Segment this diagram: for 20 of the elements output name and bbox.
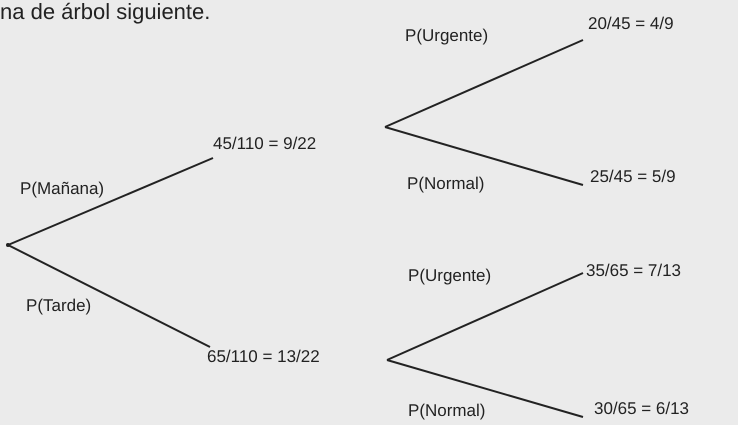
probability-value: 45/110 = 9/22 bbox=[213, 134, 316, 154]
heading-text: na de árbol siguiente. bbox=[0, 0, 210, 24]
branch-point bbox=[6, 243, 10, 247]
edge-label: P(Urgente) bbox=[408, 266, 492, 286]
tree-branch bbox=[384, 126, 584, 186]
edge-label: P(Normal) bbox=[408, 401, 486, 421]
probability-value: 35/65 = 7/13 bbox=[586, 261, 682, 281]
edge-label: P(Mañana) bbox=[20, 179, 104, 199]
edge-label: P(Urgente) bbox=[405, 26, 488, 46]
edge-label: P(Tarde) bbox=[26, 296, 92, 316]
tree-branch bbox=[386, 272, 584, 361]
tree-branch bbox=[8, 244, 210, 348]
tree-branch bbox=[8, 157, 214, 246]
probability-value: 25/45 = 5/9 bbox=[590, 167, 676, 187]
tree-branch bbox=[386, 359, 584, 418]
probability-value: 20/45 = 4/9 bbox=[588, 14, 674, 34]
probability-value: 65/110 = 13/22 bbox=[207, 347, 320, 367]
probability-value: 30/65 = 6/13 bbox=[594, 399, 690, 419]
tree-branch bbox=[384, 39, 584, 128]
edge-label: P(Normal) bbox=[407, 174, 484, 194]
